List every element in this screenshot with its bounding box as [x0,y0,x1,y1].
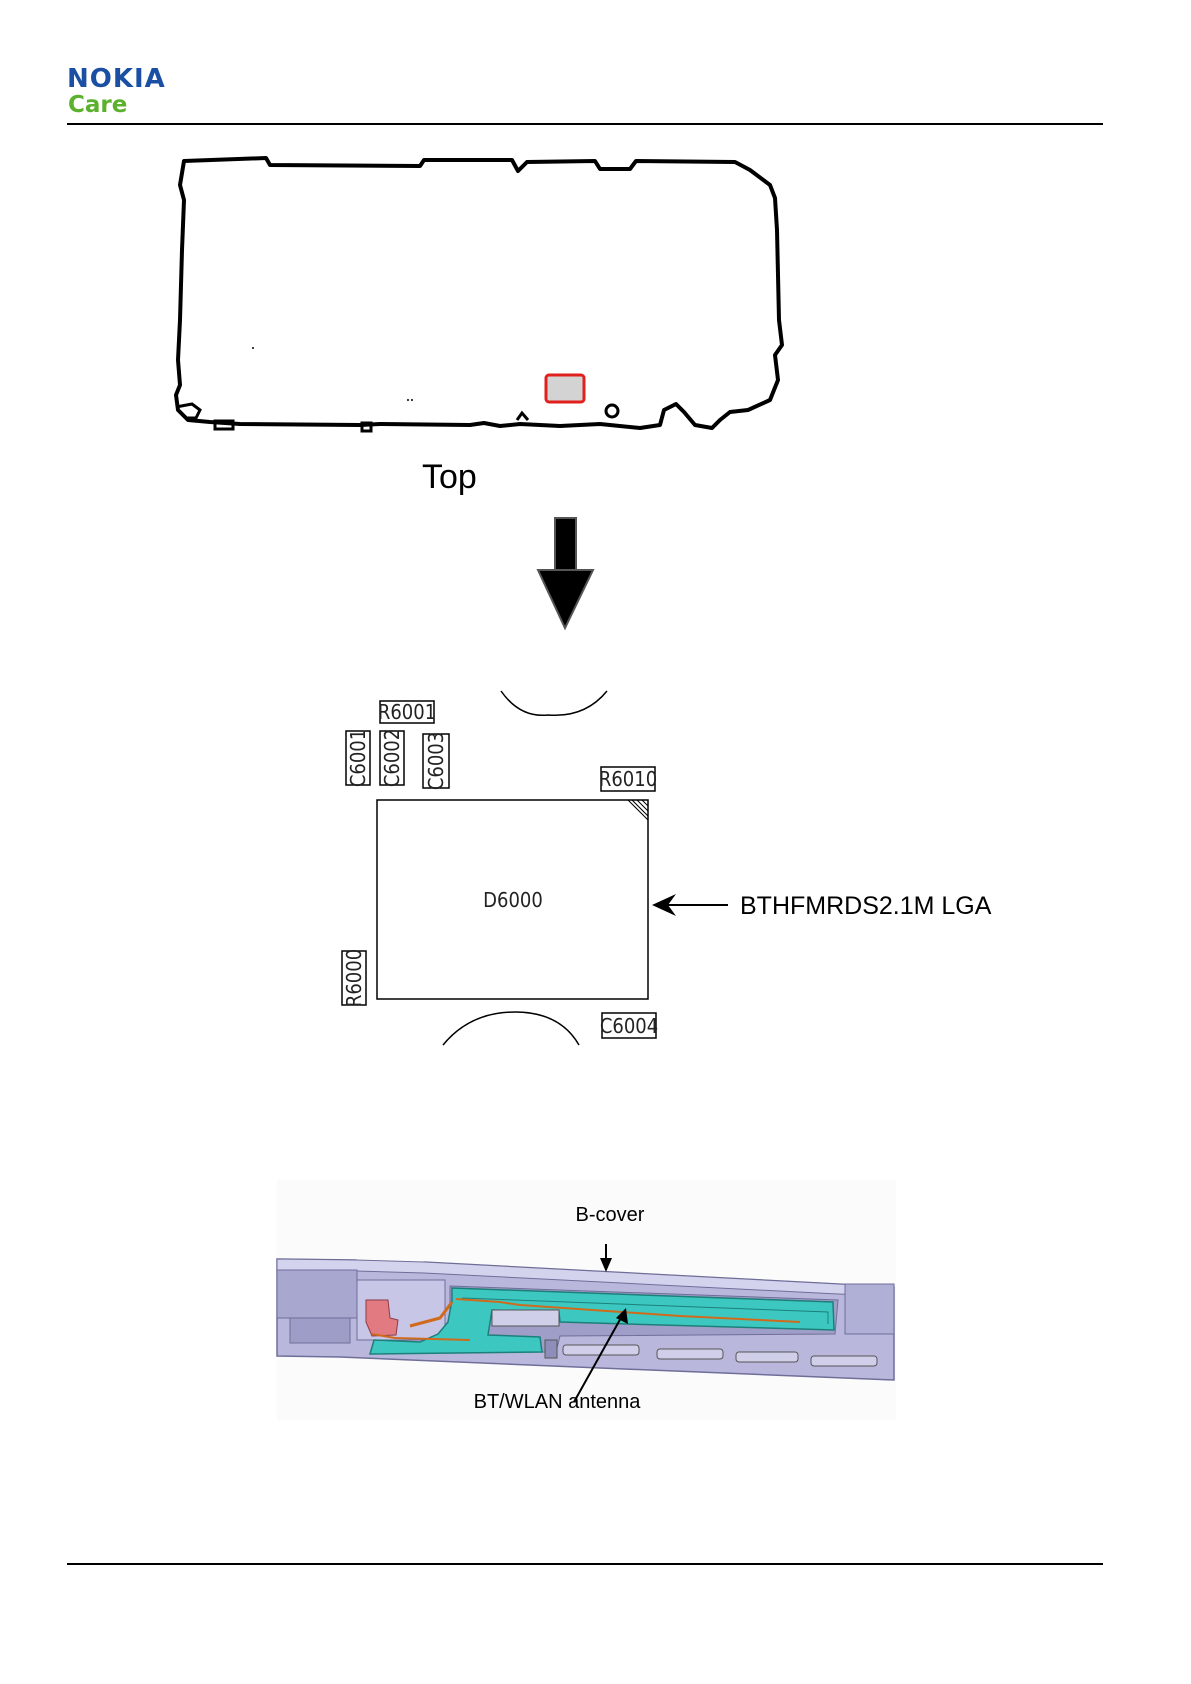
top-label: Top [422,458,477,496]
r6001-label: R6001 [378,700,436,724]
pcb-hole [606,405,618,417]
d6000-label: D6000 [483,888,543,912]
down-arrow [538,518,593,628]
pin1-hatch [628,800,648,820]
antenna-label: BT/WLAN antenna [474,1391,642,1413]
component-location-marker [546,375,584,402]
component-detail-figure: R6001 C6001 C6002 C6003 R6010 D6000 BTHF… [342,691,992,1045]
pcb-outline [176,158,782,428]
pcb-notch-mid [362,423,371,431]
r6000-label: R6000 [342,949,366,1007]
callout-arrow [652,894,728,916]
pcb-bottom-detail [517,413,528,420]
c6004-label: C6004 [600,1014,658,1038]
b-cover-label: B-cover [576,1204,645,1226]
c6003-label: C6003 [424,732,448,790]
pcb-outline-figure [176,158,782,431]
footer-rule [67,1563,1103,1565]
c6001-label: C6001 [346,729,370,787]
antenna-cross-section: B-cover BT/WLAN antenna [277,1180,896,1420]
c6002-label: C6002 [380,729,404,787]
callout-label: BTHFMRDS2.1M LGA [740,892,992,920]
r6010-label: R6010 [599,767,657,791]
upper-arc [501,691,607,715]
lower-arc [443,1012,579,1045]
